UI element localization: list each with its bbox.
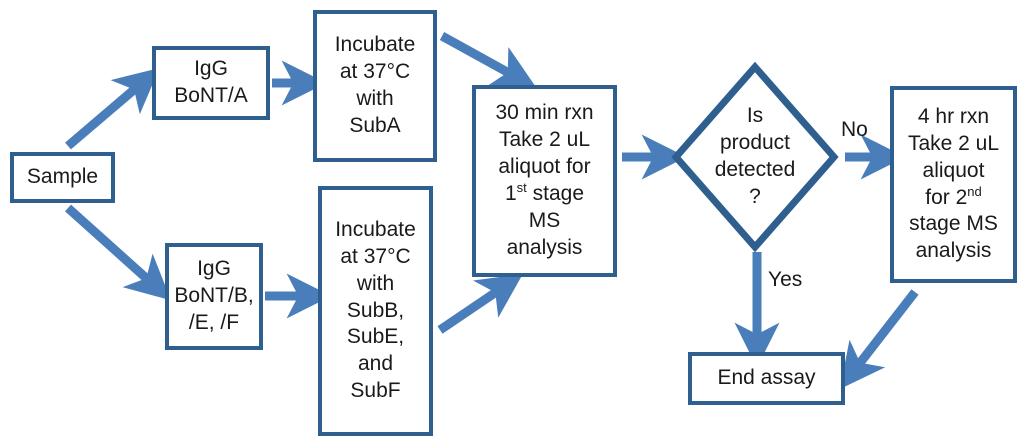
node-incubate-bef-line1: Incubate <box>335 217 416 241</box>
node-second-stage-line1: 4 hr rxn <box>917 104 990 128</box>
arrow-sample-to-igg-bef <box>64 204 172 301</box>
node-decision-product-detected[interactable]: Is product detected ? <box>671 62 839 252</box>
node-igg-bef-line3: /E, /F <box>188 310 240 334</box>
node-igg-a-line1: IgG <box>194 57 228 81</box>
node-sample[interactable]: Sample <box>10 152 115 203</box>
arrow-sample-to-igg-a <box>65 67 160 150</box>
node-second-stage-ordinal-suffix: nd <box>967 183 982 199</box>
node-decision-line4: ? <box>749 184 761 208</box>
node-second-stage-line2: Take 2 uL <box>907 131 1000 155</box>
node-igg-bont-bef[interactable]: IgG BoNT/B, /E, /F <box>165 243 263 350</box>
node-sample-label: Sample <box>26 165 99 189</box>
node-incubate-bef-line3: with <box>356 271 395 295</box>
node-first-stage-line6: analysis <box>506 235 583 259</box>
node-second-stage-line6: analysis <box>915 239 992 263</box>
node-incubate-suba[interactable]: Incubate at 37°C with SubA <box>313 10 437 162</box>
arrow-second-stage-to-end-assay <box>839 289 919 390</box>
node-first-stage-line5: MS <box>528 208 561 232</box>
node-first-stage-ordinal-number: 1 <box>504 182 517 205</box>
edge-label-yes: Yes <box>768 268 803 291</box>
node-second-stage-line5: stage MS <box>909 212 998 236</box>
node-second-stage-ms[interactable]: 4 hr rxn Take 2 uL aliquot for 2nd stage… <box>890 86 1017 283</box>
node-first-stage-ordinal-suffix: st <box>516 180 527 195</box>
node-incubate-subbef[interactable]: Incubate at 37°C with SubB, SubE, and Su… <box>318 186 433 436</box>
node-first-stage-line1: 30 min rxn <box>495 101 594 125</box>
node-first-stage-line4-post: stage <box>526 182 585 205</box>
node-incubate-a-line1: Incubate <box>334 33 416 57</box>
node-incubate-bef-line2: at 37°C <box>340 244 411 268</box>
node-incubate-bef-line4: SubB, <box>346 298 405 322</box>
node-first-stage-line3: aliquot for <box>498 155 591 179</box>
node-decision-line3: detected <box>714 158 796 181</box>
node-incubate-a-line2: at 37°C <box>339 60 411 84</box>
node-igg-a-line2: BoNT/A <box>174 84 248 107</box>
node-second-stage-ordinal-number: for 2 <box>925 185 968 209</box>
node-first-stage-line4: 1st stage <box>504 180 585 205</box>
node-second-stage-line3: aliquot <box>922 158 985 182</box>
arrow-incubate-a-to-first-stage <box>439 32 537 89</box>
node-decision-line1: Is <box>746 104 764 128</box>
node-second-stage-line4: for 2nd <box>925 183 982 209</box>
node-igg-bont-a[interactable]: IgG BoNT/A <box>152 46 270 120</box>
arrow-incubate-bef-to-first-stage <box>437 273 523 334</box>
node-incubate-a-line4: SubA <box>349 113 401 137</box>
node-incubate-a-line3: with <box>356 87 394 110</box>
node-incubate-bef-line6: and <box>357 352 394 376</box>
node-first-stage-line2: Take 2 uL <box>498 128 591 152</box>
decision-diamond-shape <box>671 62 839 252</box>
node-incubate-bef-line5: SubE, <box>346 325 405 349</box>
node-igg-bef-line2: BoNT/B, <box>174 284 254 308</box>
node-first-stage-ms[interactable]: 30 min rxn Take 2 uL aliquot for 1st sta… <box>472 85 617 277</box>
node-decision-line2: product <box>719 131 791 155</box>
node-end-assay-label: End assay <box>717 366 816 390</box>
edge-label-no: No <box>841 118 868 141</box>
node-igg-bef-line1: IgG <box>197 257 231 281</box>
node-incubate-bef-line7: SubF <box>350 379 401 403</box>
node-end-assay[interactable]: End assay <box>688 352 845 405</box>
